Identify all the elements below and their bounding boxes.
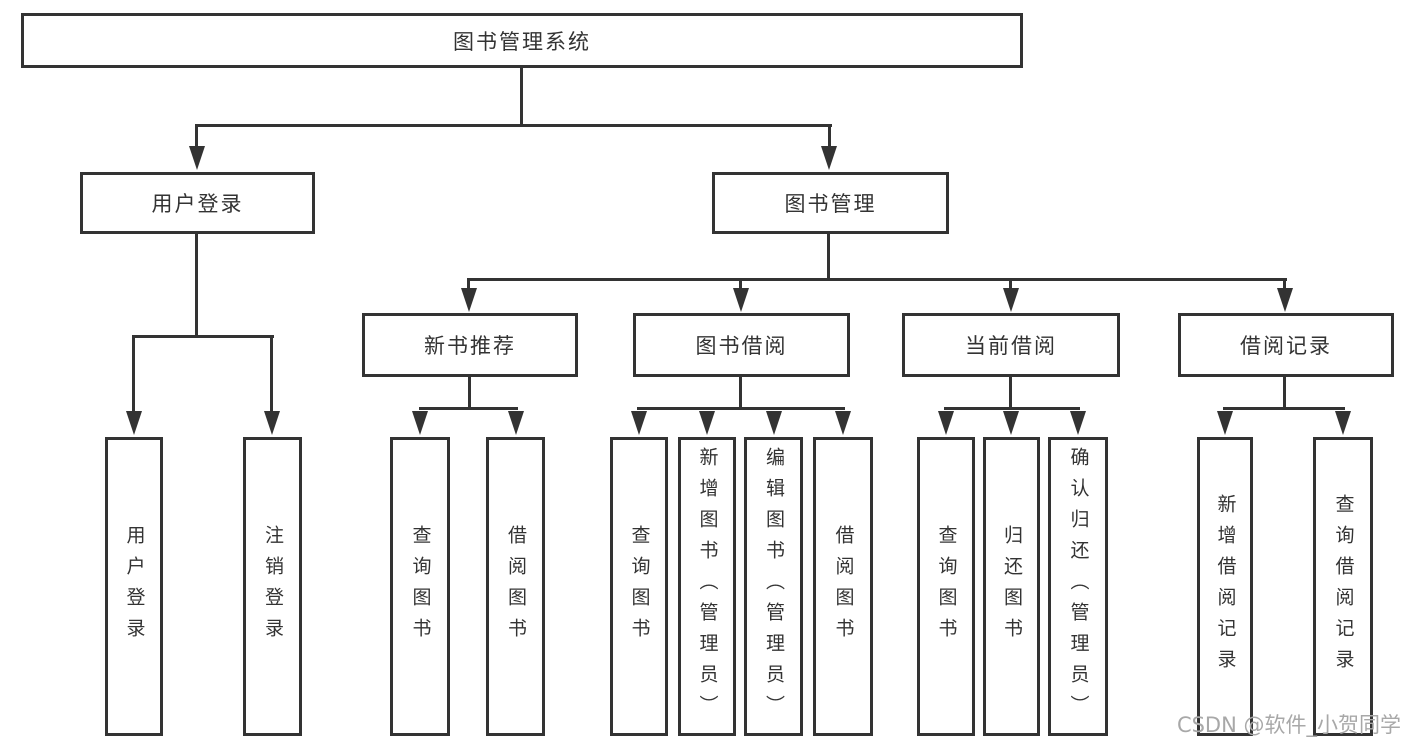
arrow-down-icon xyxy=(1335,411,1351,435)
connector-line xyxy=(468,377,471,410)
arrow-down-icon xyxy=(766,411,782,435)
leaf-br-query-record-label: 查询借阅记录 xyxy=(1332,493,1355,680)
leaf-bb-query-books-label: 查询图书 xyxy=(628,524,651,649)
leaf-nb-borrow-books-label: 借阅图书 xyxy=(505,524,527,649)
arrow-down-icon xyxy=(1003,288,1019,312)
connector-line xyxy=(195,234,198,338)
leaf-logout-label: 注销登录 xyxy=(262,524,284,649)
leaf-user-login-label: 用户登录 xyxy=(123,524,146,649)
connector-line xyxy=(739,278,742,290)
connector-line xyxy=(270,335,273,413)
leaf-cb-query-books: 查询图书 xyxy=(917,437,975,736)
connector-line xyxy=(1009,377,1012,410)
leaf-cb-confirm-return-admin-label: 确认归还（管理员） xyxy=(1067,447,1090,726)
leaf-br-query-record: 查询借阅记录 xyxy=(1313,437,1373,736)
arrow-down-icon xyxy=(412,411,428,435)
connector-line xyxy=(828,124,831,150)
connector-line xyxy=(467,278,1287,281)
connector-line xyxy=(637,407,845,410)
leaf-br-add-record: 新增借阅记录 xyxy=(1197,437,1253,736)
connector-line xyxy=(1283,377,1286,410)
node-user-login-label: 用户登录 xyxy=(151,192,244,216)
node-book-management: 图书管理 xyxy=(712,172,949,234)
node-library-management-system: 图书管理系统 xyxy=(21,13,1023,68)
leaf-logout: 注销登录 xyxy=(243,437,302,736)
leaf-cb-query-books-label: 查询图书 xyxy=(935,524,958,649)
node-user-login: 用户登录 xyxy=(80,172,315,234)
arrow-down-icon xyxy=(631,411,647,435)
connector-line xyxy=(419,407,518,410)
node-new-book-recommendation-label: 新书推荐 xyxy=(424,334,516,358)
leaf-cb-return-books: 归还图书 xyxy=(983,437,1040,736)
connector-line xyxy=(520,68,523,127)
arrow-down-icon xyxy=(461,288,477,312)
arrow-down-icon xyxy=(1277,288,1293,312)
arrow-down-icon xyxy=(264,411,280,435)
connector-line xyxy=(196,124,832,127)
node-borrowing-records-label: 借阅记录 xyxy=(1240,334,1332,358)
watermark: CSDN @软件_小贺同学 xyxy=(1176,713,1401,737)
arrow-down-icon xyxy=(1003,411,1019,435)
arrow-down-icon xyxy=(1217,411,1233,435)
node-book-management-label: 图书管理 xyxy=(784,192,877,216)
connector-line xyxy=(944,407,1080,410)
leaf-bb-add-books-admin-label: 新增图书（管理员） xyxy=(696,447,719,726)
arrow-down-icon xyxy=(938,411,954,435)
connector-line xyxy=(827,234,830,281)
node-current-borrowing-label: 当前借阅 xyxy=(965,334,1057,358)
leaf-bb-edit-books-admin-label: 编辑图书（管理员） xyxy=(763,447,785,726)
arrow-down-icon xyxy=(699,411,715,435)
arrow-down-icon xyxy=(733,288,749,312)
leaf-nb-query-books: 查询图书 xyxy=(390,437,450,736)
connector-line xyxy=(739,377,742,410)
connector-line xyxy=(132,335,274,338)
connector-line xyxy=(1283,278,1286,290)
connector-line xyxy=(132,335,135,413)
leaf-user-login: 用户登录 xyxy=(105,437,163,736)
arrow-down-icon xyxy=(821,146,837,170)
leaf-bb-add-books-admin: 新增图书（管理员） xyxy=(678,437,736,736)
leaf-bb-borrow-books: 借阅图书 xyxy=(813,437,873,736)
node-book-borrowing: 图书借阅 xyxy=(633,313,850,377)
connector-line xyxy=(1223,407,1345,410)
arrow-down-icon xyxy=(126,411,142,435)
arrow-down-icon xyxy=(1070,411,1086,435)
leaf-bb-edit-books-admin: 编辑图书（管理员） xyxy=(744,437,803,736)
leaf-nb-borrow-books: 借阅图书 xyxy=(486,437,545,736)
leaf-br-add-record-label: 新增借阅记录 xyxy=(1214,493,1237,680)
node-library-management-system-label: 图书管理系统 xyxy=(453,29,591,54)
node-book-borrowing-label: 图书借阅 xyxy=(695,334,788,358)
arrow-down-icon xyxy=(835,411,851,435)
leaf-cb-confirm-return-admin: 确认归还（管理员） xyxy=(1048,437,1108,736)
node-new-book-recommendation: 新书推荐 xyxy=(362,313,578,377)
arrow-down-icon xyxy=(189,146,205,170)
leaf-bb-query-books: 查询图书 xyxy=(610,437,668,736)
node-current-borrowing: 当前借阅 xyxy=(902,313,1120,377)
connector-line xyxy=(195,124,198,150)
leaf-nb-query-books-label: 查询图书 xyxy=(409,524,432,649)
connector-line xyxy=(1009,278,1012,290)
leaf-cb-return-books-label: 归还图书 xyxy=(1001,524,1023,649)
leaf-bb-borrow-books-label: 借阅图书 xyxy=(832,524,855,649)
node-borrowing-records: 借阅记录 xyxy=(1178,313,1394,377)
arrow-down-icon xyxy=(508,411,524,435)
connector-line xyxy=(467,278,470,290)
